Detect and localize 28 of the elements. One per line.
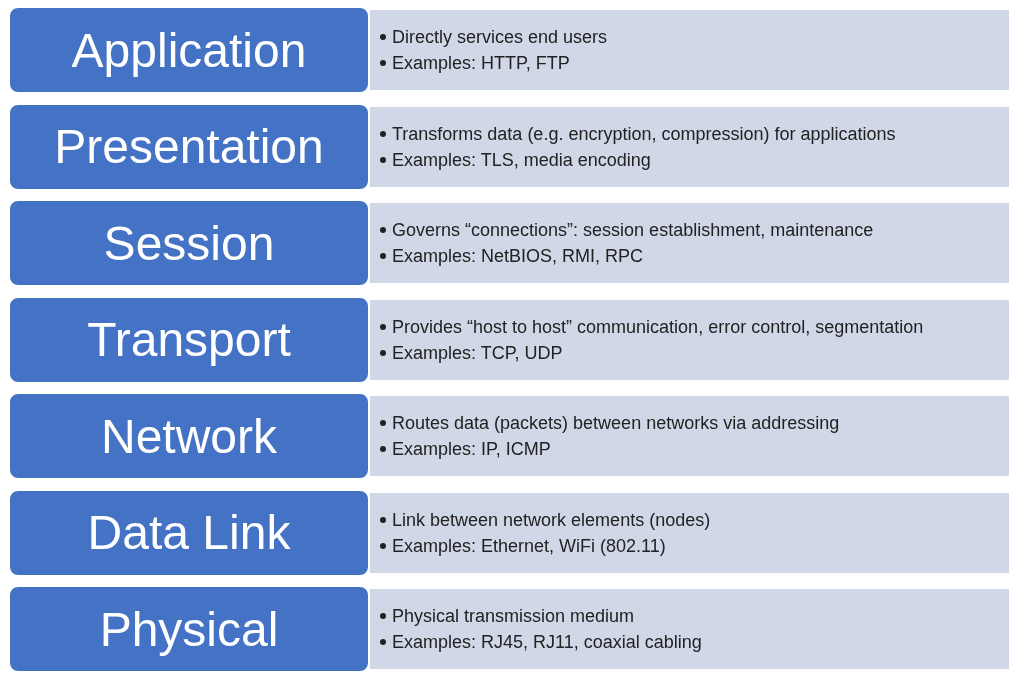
description-band xyxy=(370,589,1009,669)
layer-box: Application xyxy=(8,6,370,94)
bullet-text: Examples: Ethernet, WiFi (802.11) xyxy=(392,534,666,558)
layer-box: Network xyxy=(8,392,370,480)
bullet-text: Physical transmission medium xyxy=(392,605,635,628)
layer-box: Physical xyxy=(8,585,370,673)
description-band xyxy=(370,10,1009,90)
bullet-text: Examples: RJ45, RJ11, coaxial cabling xyxy=(392,631,702,654)
bullet-text: Examples: HTTP, FTP xyxy=(392,52,570,75)
bullet-text: Link between network elements (nodes) xyxy=(392,508,711,532)
description-band xyxy=(370,299,1009,380)
bullet-text: Examples: IP, ICMP xyxy=(392,438,551,461)
bullet-text: Governs “connections”: session establishment, maintenance xyxy=(392,219,874,242)
description-band xyxy=(370,396,1009,476)
bullet-text: Examples: TCP, UDP xyxy=(392,341,563,365)
bullet-text: Transforms data (e.g. encryption, compression) for applications xyxy=(392,122,896,146)
layer-box: Data Link xyxy=(8,488,370,577)
layer-box: Transport xyxy=(8,295,370,384)
bullet-text: Directly services end users xyxy=(392,26,608,49)
bullet-text: Routes data (packets) between networks via addressing xyxy=(392,412,840,435)
layer-box: Session xyxy=(8,199,370,287)
description-band xyxy=(370,492,1009,573)
bullet-text: Examples: TLS, media encoding xyxy=(392,148,651,172)
description-band xyxy=(370,203,1009,283)
layer-box: Presentation xyxy=(8,102,370,191)
description-band xyxy=(370,106,1009,187)
bullet-text: Provides “host to host” communication, error control, segmentation xyxy=(392,315,924,339)
bullet-text: Examples: NetBIOS, RMI, RPC xyxy=(392,245,644,268)
